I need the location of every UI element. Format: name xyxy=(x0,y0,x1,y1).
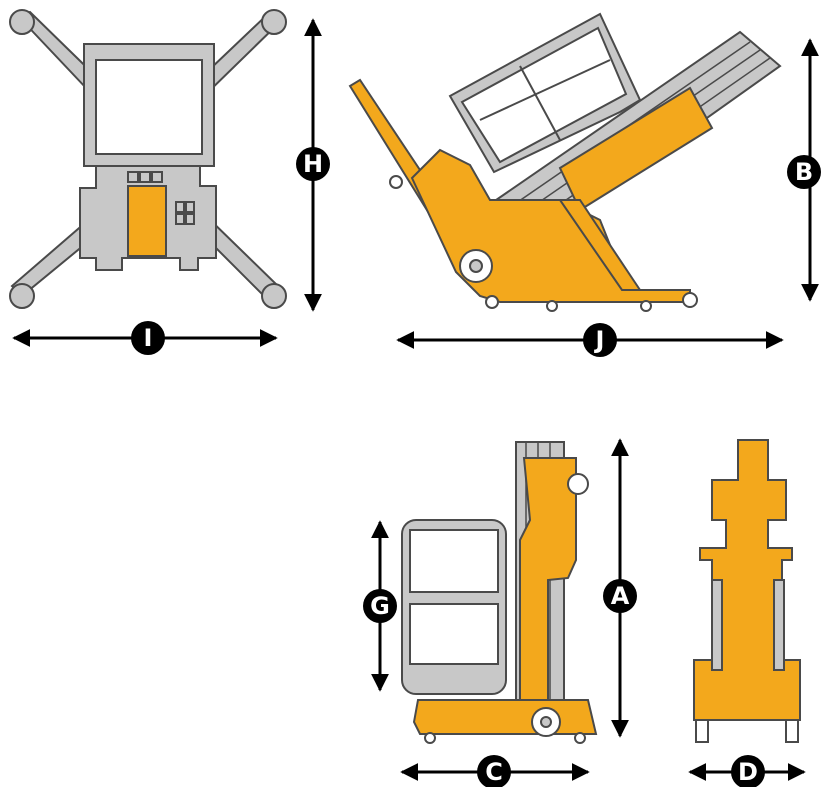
badge-a-label: A xyxy=(611,582,630,610)
top-view xyxy=(9,9,287,309)
badge-d-label: D xyxy=(738,758,758,786)
control-blocks xyxy=(127,171,195,225)
badge-h: H xyxy=(296,147,330,181)
badge-h-label: H xyxy=(303,150,323,178)
casters xyxy=(389,175,698,312)
badge-b: B xyxy=(787,155,821,189)
platform-cage-opening xyxy=(460,26,628,164)
badge-c: C xyxy=(477,755,511,787)
mast-top xyxy=(127,185,167,257)
dimension-badges: H I B J A G C D xyxy=(131,147,821,787)
transport-view xyxy=(348,12,782,312)
badge-g-label: G xyxy=(370,592,390,620)
badge-c-label: C xyxy=(485,758,503,786)
badge-d: D xyxy=(731,755,765,787)
side-view xyxy=(401,441,598,744)
badge-j: J xyxy=(583,323,617,357)
platform-inner xyxy=(95,59,203,155)
badge-a: A xyxy=(603,579,637,613)
brace xyxy=(558,199,642,291)
rear-wheels xyxy=(695,719,799,743)
carriage-front xyxy=(519,457,577,701)
outrigger-pads xyxy=(9,9,287,309)
base-front xyxy=(412,699,598,735)
badge-j-label: J xyxy=(594,326,605,354)
badge-i: I xyxy=(131,321,165,355)
badge-i-label: I xyxy=(144,324,153,352)
lift-carriage xyxy=(558,86,714,212)
badge-b-label: B xyxy=(795,158,813,186)
rear-view xyxy=(693,439,801,743)
badge-g: G xyxy=(363,589,397,623)
